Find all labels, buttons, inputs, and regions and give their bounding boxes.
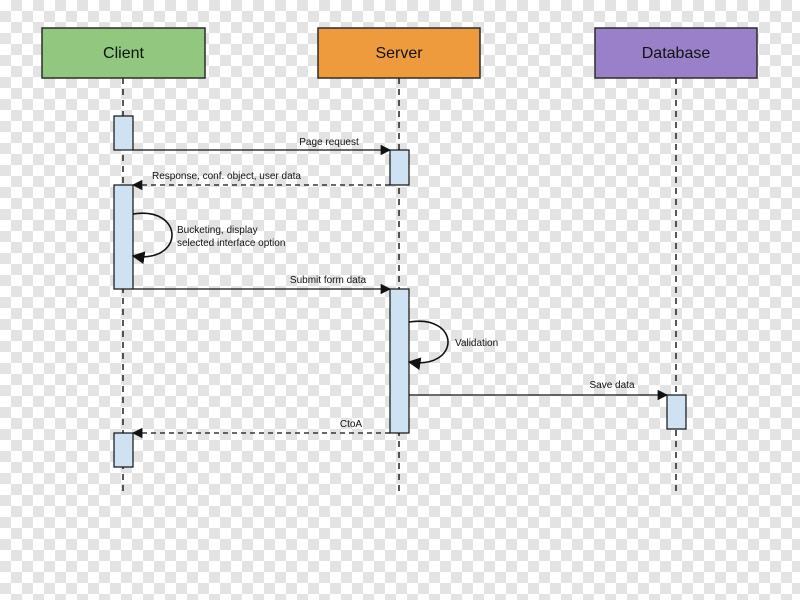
message-validation-label: Validation: [455, 338, 498, 349]
client-activation-3: [113, 432, 134, 468]
message-bucketing-line-2: selected interface option: [177, 238, 285, 249]
message-submit-form-label: Submit form data: [290, 275, 367, 286]
actor-client: Client: [41, 27, 206, 79]
client-activation-1: [113, 115, 134, 151]
message-ctoa-label: CtoA: [340, 419, 363, 430]
message-bucketing-label: Bucketing, display selected interface op…: [177, 225, 285, 249]
message-page-request-label: Page request: [299, 137, 359, 148]
actor-database: Database: [594, 27, 758, 79]
database-label: Database: [642, 45, 711, 62]
message-save-data-label: Save data: [589, 380, 634, 391]
client-box: [41, 27, 206, 79]
database-activation: [666, 394, 687, 430]
database-box: [594, 27, 758, 79]
server-label: Server: [375, 45, 423, 62]
message-response-label: Response, conf. object, user data: [152, 171, 301, 182]
server-activation-2: [389, 288, 410, 434]
client-activation-2: [113, 184, 134, 290]
server-box: [317, 27, 481, 79]
message-validation-loop: [407, 320, 449, 371]
server-activation-1: [389, 149, 410, 186]
client-label: Client: [103, 45, 144, 62]
actor-server: Server: [317, 27, 481, 79]
message-bucketing-line-1: Bucketing, display: [177, 225, 258, 236]
message-bucketing-loop: [131, 212, 173, 265]
